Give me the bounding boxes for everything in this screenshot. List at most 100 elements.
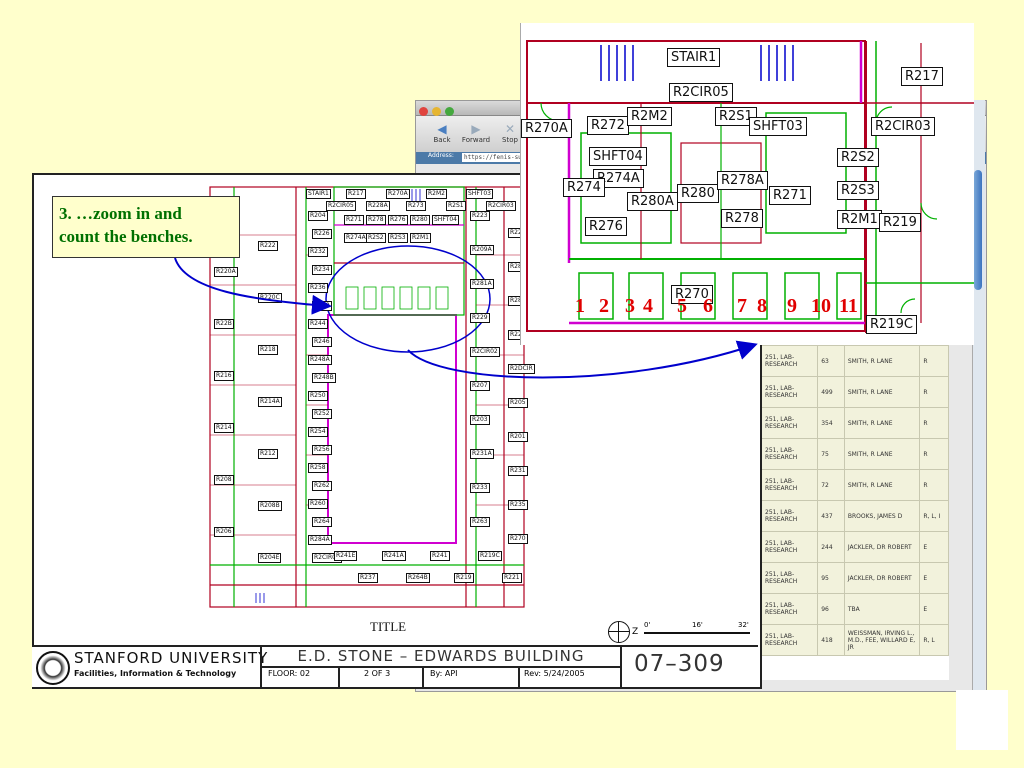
back-label: Back xyxy=(433,136,451,144)
forward-button[interactable]: ▶Forward xyxy=(460,122,492,144)
floor-room-label: R205 xyxy=(508,398,528,408)
table-cell-room: 251, LAB- RESEARCH xyxy=(761,624,819,656)
room-label: R271 xyxy=(769,186,811,205)
floor-room-label: R204E xyxy=(258,553,282,563)
zoom-arrow xyxy=(407,340,758,379)
table-cell-code: R, L xyxy=(919,624,949,656)
floor-room-label: R222 xyxy=(258,241,278,251)
title-block: STANFORD UNIVERSITY Facilities, Informat… xyxy=(32,645,758,687)
scale-label-max: 32' xyxy=(738,621,749,629)
room-label: R274A xyxy=(593,169,644,188)
university-name: STANFORD UNIVERSITY xyxy=(74,649,269,667)
author-label: By: API xyxy=(430,669,458,678)
room-label: R2M1 xyxy=(837,210,882,229)
table-cell-room: 251, LAB- RESEARCH xyxy=(761,376,819,408)
room-label: R219C xyxy=(866,315,917,334)
floor-room-label: R201 xyxy=(508,432,528,442)
table-cell-name: TBA xyxy=(843,593,921,625)
floor-room-label: R221 xyxy=(502,573,522,583)
room-label: R278 xyxy=(721,209,763,228)
callout-line-2: count the benches. xyxy=(59,227,193,246)
floor-room-label: R2S2 xyxy=(366,233,386,243)
floor-room-label: R241A xyxy=(382,551,406,561)
scrollbar-thumb[interactable] xyxy=(974,170,982,290)
table-cell-code: R xyxy=(919,376,949,408)
floor-room-label: R260 xyxy=(308,499,328,509)
room-label: R2M2 xyxy=(627,107,672,126)
table-cell-room: 251, LAB- RESEARCH xyxy=(761,438,819,470)
instruction-callout: 3. …zoom in and count the benches. xyxy=(52,196,240,258)
table-cell-code: E xyxy=(919,593,949,625)
bench-number: 1 xyxy=(575,295,585,317)
close-window-icon[interactable] xyxy=(419,107,428,116)
callout-arrow xyxy=(174,257,332,315)
table-cell-area: 244 xyxy=(817,531,845,563)
north-arrow-icon xyxy=(608,621,630,643)
department-name: Facilities, Information & Technology xyxy=(74,669,237,678)
floor-room-label: R263 xyxy=(470,517,490,527)
room-label: R272 xyxy=(587,116,629,135)
floor-room-label: SHFT04 xyxy=(432,215,459,225)
table-cell-code: R, L, I xyxy=(919,500,949,532)
table-cell-room: 251, LAB- RESEARCH xyxy=(761,407,819,439)
forward-arrow-icon: ▶ xyxy=(471,122,481,136)
floor-room-label: R252 xyxy=(312,409,332,419)
minimize-window-icon[interactable] xyxy=(432,107,441,116)
floor-plan-svg xyxy=(209,186,525,608)
table-cell-area: 75 xyxy=(817,438,845,470)
stanford-seal-icon xyxy=(36,651,70,685)
zoom-window-icon[interactable] xyxy=(445,107,454,116)
floor-room-label: R217 xyxy=(346,189,366,199)
floor-room-label: R235 xyxy=(508,500,528,510)
floor-room-label: R208 xyxy=(214,475,234,485)
bench-number: 10 xyxy=(811,295,831,317)
stop-button[interactable]: ✕Stop xyxy=(494,122,526,144)
floor-room-label: R281A xyxy=(470,279,494,289)
floor-room-label: R203 xyxy=(470,415,490,425)
floor-room-label: R204 xyxy=(308,211,328,221)
callout-line-1: 3. …zoom in and xyxy=(59,204,182,223)
back-button[interactable]: ◀Back xyxy=(426,122,458,144)
floor-room-label: R241E xyxy=(334,551,358,561)
room-label: R219 xyxy=(879,213,921,232)
room-label: R2CIR05 xyxy=(669,83,733,102)
drawing-title: TITLE xyxy=(370,619,407,634)
floor-room-label: R233 xyxy=(470,483,490,493)
floor-room-label: STAIR1 xyxy=(306,189,331,199)
bench-number: 4 xyxy=(643,295,653,317)
floor-room-label: R273 xyxy=(406,201,426,211)
floor-room-label: R2M2 xyxy=(426,189,447,199)
floor-room-label: R2CIR02 xyxy=(470,347,500,357)
back-arrow-icon: ◀ xyxy=(437,122,447,136)
floor-room-label: R209A xyxy=(470,245,494,255)
floor-label: FLOOR: 02 xyxy=(268,669,311,678)
address-field[interactable]: https://fenis-su xyxy=(462,153,544,162)
floor-room-label: R218 xyxy=(258,345,278,355)
table-cell-code: R xyxy=(919,345,949,377)
bench-number: 7 xyxy=(737,295,747,317)
table-cell-code: E xyxy=(919,531,949,563)
table-cell-name: BROOKS, JAMES D xyxy=(843,500,921,532)
room-label: R278A xyxy=(717,171,768,190)
scale-label-mid: 16' xyxy=(692,621,703,629)
floor-room-label: R207 xyxy=(470,381,490,391)
table-cell-area: 354 xyxy=(817,407,845,439)
room-label: R280A xyxy=(627,192,678,211)
floor-room-label: R270A xyxy=(386,189,410,199)
room-label: R2S2 xyxy=(837,148,879,167)
bench-number: 9 xyxy=(787,295,797,317)
floor-room-label: R219 xyxy=(454,573,474,583)
drawing-number-cell: 07–309 xyxy=(620,647,758,687)
floor-room-label: R212 xyxy=(258,449,278,459)
floor-room-label: R278 xyxy=(366,215,386,225)
scale-label-zero: 0' xyxy=(644,621,651,629)
floor-room-label: R256 xyxy=(312,445,332,455)
stop-x-icon: ✕ xyxy=(504,122,516,136)
